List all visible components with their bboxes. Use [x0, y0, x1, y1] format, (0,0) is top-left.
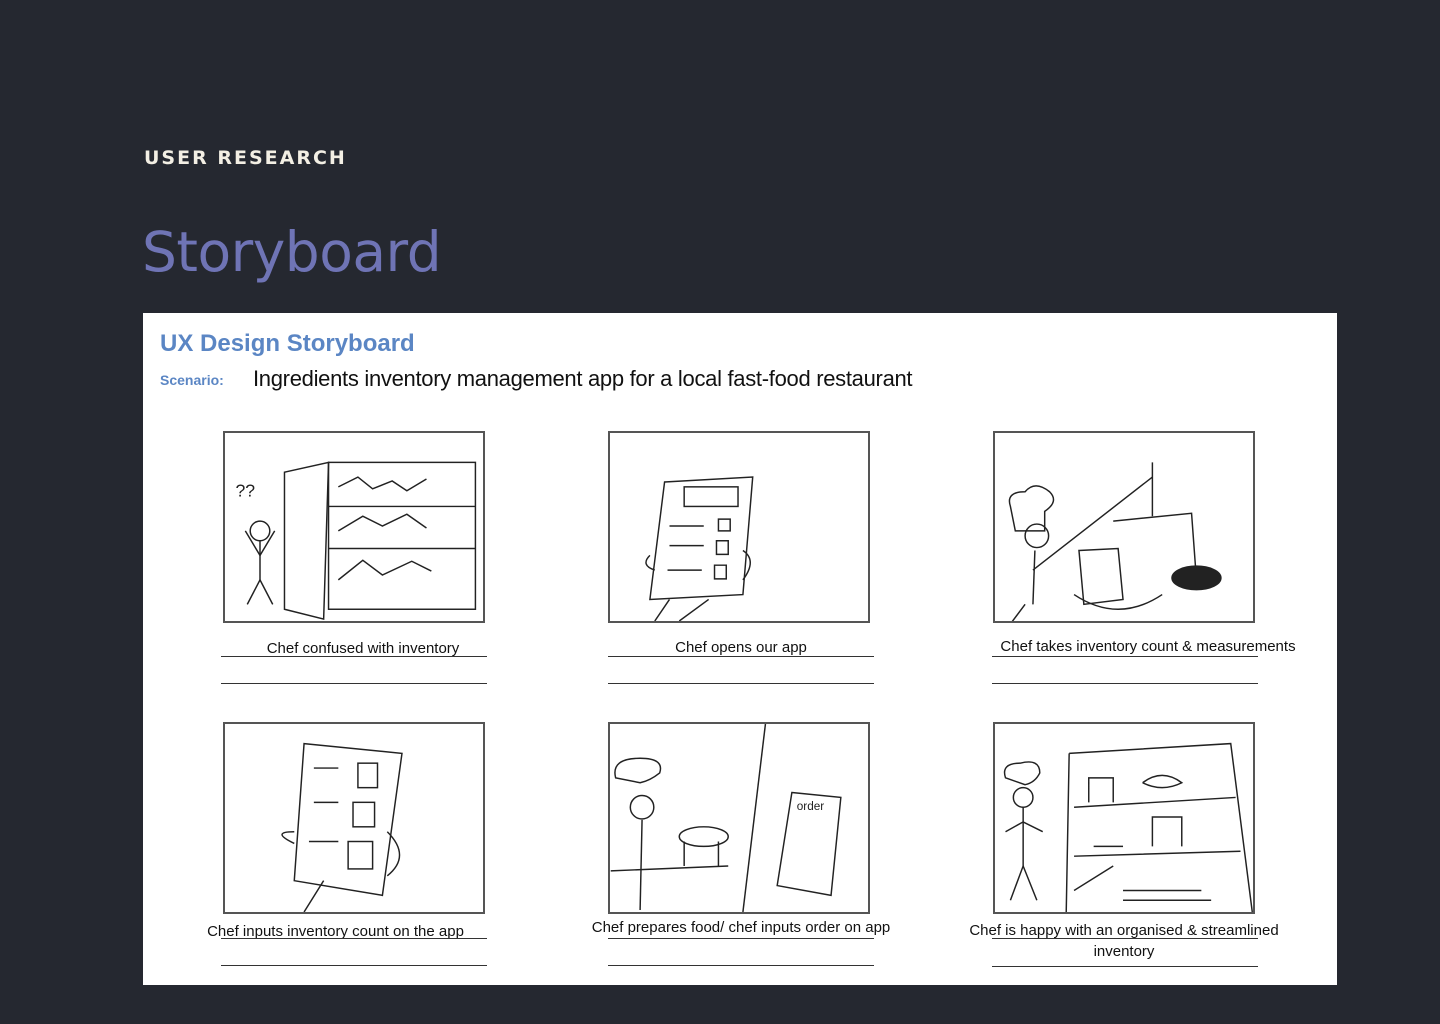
- panel-caption-4: Chef inputs inventory count on the app: [207, 923, 464, 940]
- storyboard-title: UX Design Storyboard: [160, 330, 415, 357]
- panel-sketch-2: [608, 431, 870, 623]
- page-title: Storyboard: [142, 220, 442, 284]
- panel-sketch-6: [993, 722, 1255, 914]
- scenario-text: Ingredients inventory management app for…: [253, 366, 913, 391]
- panel-caption-5: Chef prepares food/ chef inputs order on…: [591, 919, 891, 936]
- panel-sketch-1: ??: [223, 431, 485, 623]
- svg-text:order: order: [797, 800, 825, 813]
- panel-caption-6: Chef is happy with an organised & stream…: [969, 922, 1279, 960]
- panel-sketch-5: order: [608, 722, 870, 914]
- panel-caption-3: Chef takes inventory count & measurement…: [1000, 638, 1296, 655]
- storyboard-image: UX Design Storyboard Scenario: Ingredien…: [143, 313, 1337, 985]
- panel-sketch-3: [993, 431, 1255, 625]
- panel-caption-1: Chef confused with inventory: [266, 640, 460, 657]
- panel-caption-2: Chef opens our app: [675, 639, 807, 656]
- section-label: USER RESEARCH: [144, 147, 347, 169]
- panel-sketch-4: [223, 722, 485, 914]
- svg-text:??: ??: [236, 481, 256, 501]
- scenario-label: Scenario:: [160, 372, 224, 388]
